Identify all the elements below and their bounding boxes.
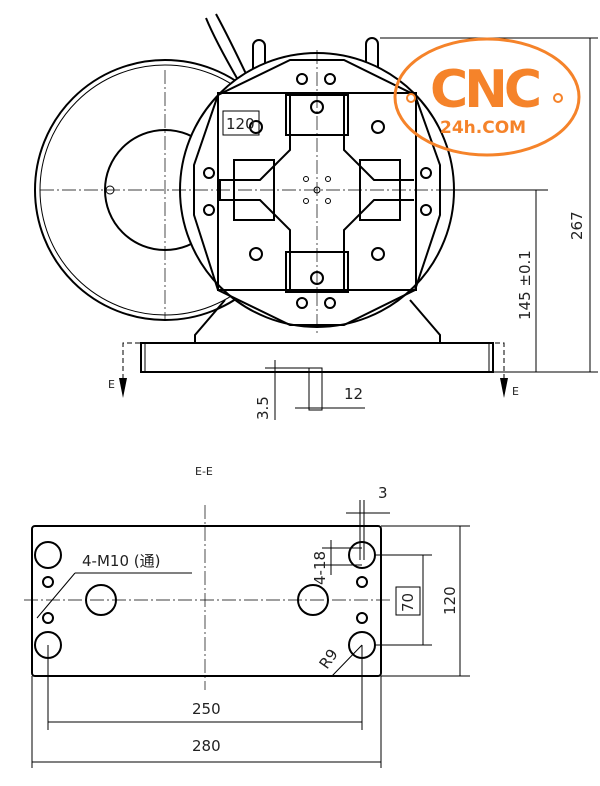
svg-text:CNC: CNC <box>430 60 542 120</box>
dim-3-5-label: 3.5 <box>254 396 272 420</box>
svg-text:24h.COM: 24h.COM <box>440 118 526 138</box>
base-plate <box>140 342 494 373</box>
dim-4-18-label: 4-18 <box>311 551 329 585</box>
dim-120-box: 120 <box>226 115 255 133</box>
section-marker-right: E <box>512 385 519 398</box>
stand <box>194 299 441 343</box>
dim-70-label: 70 <box>399 593 417 612</box>
dim-12-label: 12 <box>344 385 363 403</box>
cable <box>215 13 249 79</box>
dim-r9-label: R9 <box>316 646 342 673</box>
arrow-down-icon <box>119 378 127 398</box>
dim-250-label: 250 <box>192 700 221 718</box>
cnc-watermark-logo: CNC 24h.COM <box>393 37 581 157</box>
key <box>308 367 323 411</box>
section-view: E-E 4-M10 (通) 250 280 120 70 <box>24 465 470 768</box>
section-line <box>122 342 505 395</box>
arrow-down-icon <box>500 378 508 398</box>
cable <box>205 17 239 81</box>
thread-note: 4-M10 (通) <box>82 552 160 570</box>
base-plate-top <box>31 525 382 677</box>
dim-120-label: 120 <box>441 586 459 615</box>
front-view: E E 267 145 ±0.1 120 3.5 12 <box>34 13 598 420</box>
section-marker-left: E <box>108 378 115 391</box>
holes <box>34 541 376 659</box>
faceplate <box>217 92 417 291</box>
dim-3-label: 3 <box>378 484 388 502</box>
dim-145-label: 145 ±0.1 <box>516 250 534 320</box>
dim-267-label: 267 <box>568 211 586 240</box>
dim-280-label: 280 <box>192 737 221 755</box>
section-title: E-E <box>195 465 213 478</box>
